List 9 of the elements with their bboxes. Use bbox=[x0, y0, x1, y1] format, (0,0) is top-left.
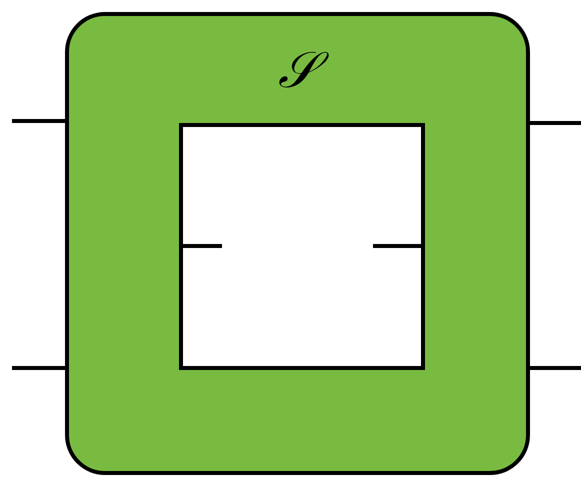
process-block bbox=[65, 12, 530, 475]
wire bbox=[528, 366, 581, 370]
wire bbox=[12, 119, 67, 123]
wire bbox=[373, 244, 423, 248]
wire bbox=[528, 121, 581, 125]
block-label: 𝒮 bbox=[69, 42, 526, 98]
slot-box bbox=[179, 123, 425, 370]
wire bbox=[12, 366, 67, 370]
wire bbox=[181, 244, 222, 248]
